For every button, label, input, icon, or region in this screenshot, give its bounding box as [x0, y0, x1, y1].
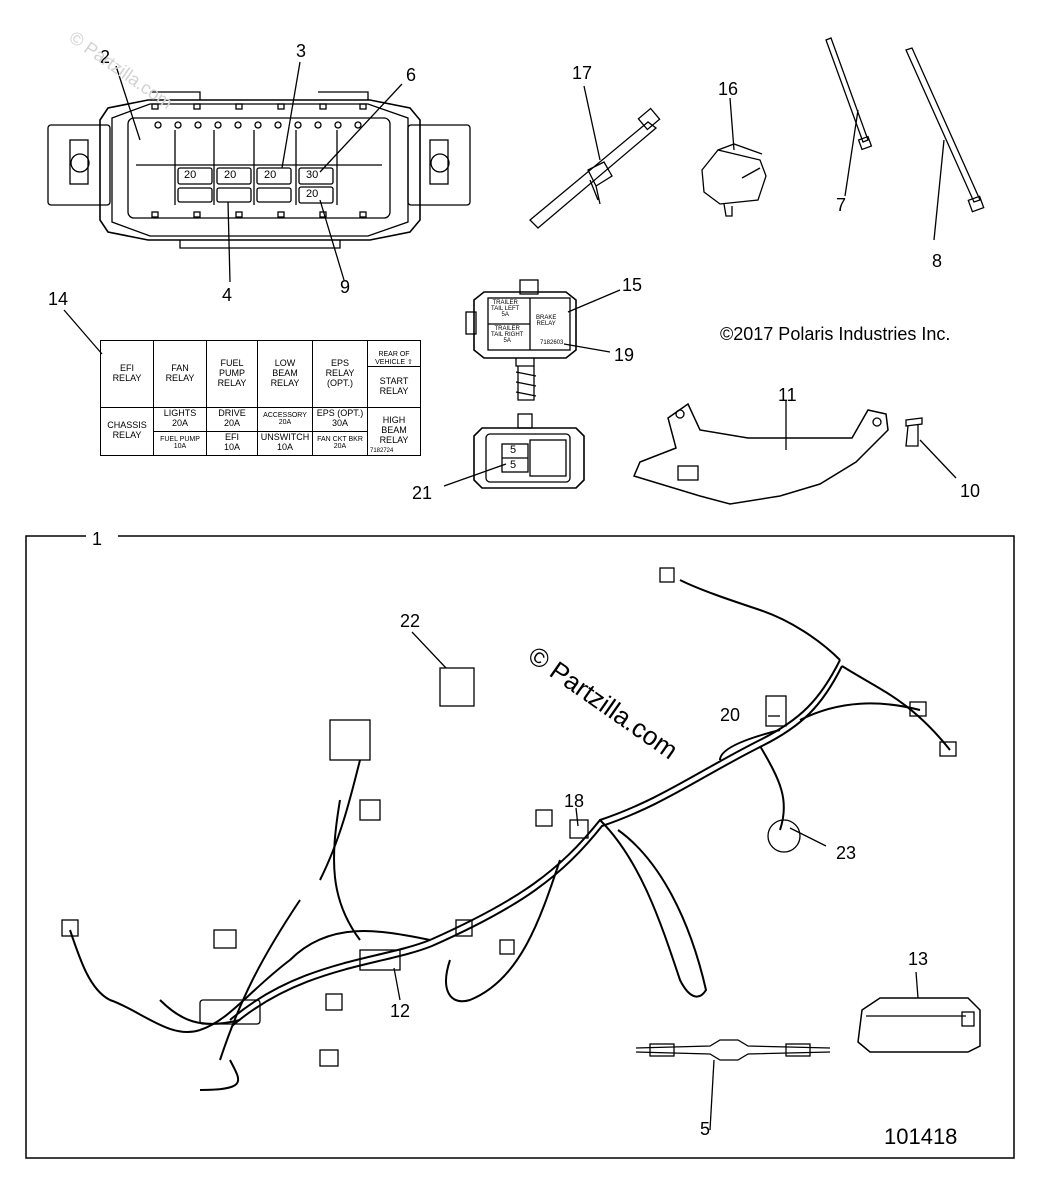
- wiring-harness: [69, 579, 951, 1091]
- relay-part-number: 7182603: [540, 340, 564, 346]
- fuse-cell: FAN CKT BKR 20A: [312, 430, 368, 456]
- callout-11: 11: [778, 385, 797, 405]
- relay-label-left: TRAILER TAIL LEFT 5A: [491, 300, 520, 318]
- rear-of-vehicle: REAR OF VEHICLE ⇧: [368, 351, 420, 368]
- callout-21: 21: [412, 483, 433, 503]
- fuse-value: 20: [184, 169, 197, 181]
- fuse-box-assembly: [47, 61, 471, 283]
- copyright-notice: ©2017 Polaris Industries Inc.: [720, 324, 951, 344]
- callout-5: 5: [700, 1119, 711, 1139]
- fuse-cell: LOW BEAM RELAY: [257, 340, 313, 408]
- fuse-label-table: EFI RELAY FAN RELAY FUEL PUMP RELAY LOW …: [100, 340, 421, 456]
- fuse-table-number: 7182724: [370, 448, 394, 454]
- callout-3: 3: [296, 41, 307, 61]
- fuse-value: 20: [306, 188, 319, 200]
- relay-label-brake: BRAKE RELAY: [536, 315, 557, 327]
- fuse-slots: [177, 167, 334, 204]
- fuse-value: 20: [264, 169, 277, 181]
- callout-14: 14: [48, 289, 69, 309]
- fuse-cell: DRIVE 20A: [206, 406, 258, 432]
- callout-23: 23: [836, 843, 857, 863]
- fuse-value: 30: [306, 169, 319, 181]
- fuse-cell: UNSWITCH 10A: [257, 430, 313, 456]
- push-pin-10: [905, 417, 957, 479]
- callout-10: 10: [960, 481, 981, 501]
- fuse-cell: LIGHTS 20A: [153, 406, 207, 432]
- callout-9: 9: [340, 277, 351, 297]
- fuse-cell: FAN RELAY: [153, 340, 207, 408]
- relay-with-label: [465, 279, 621, 401]
- cable-ties: [825, 37, 985, 241]
- fuse-cell: REAR OF VEHICLE ⇧ START RELAY: [367, 340, 421, 408]
- callout-6: 6: [406, 65, 417, 85]
- inline-fuse-5: [635, 1039, 831, 1131]
- relay-label-right: TRAILER TAIL RIGHT 5A: [491, 326, 524, 344]
- callout-17: 17: [572, 63, 593, 83]
- callout-22: 22: [400, 611, 421, 631]
- connector-value: 5: [510, 459, 517, 471]
- diagram-number: 101418: [884, 1124, 958, 1149]
- callout-18: 18: [564, 791, 585, 811]
- callout-15: 15: [622, 275, 643, 295]
- harness-frame: [25, 535, 1015, 1159]
- fuse-value: 20: [224, 169, 237, 181]
- callout-2: 2: [100, 47, 111, 67]
- fuse-cell: CHASSIS RELAY: [100, 406, 154, 456]
- callout-20: 20: [720, 705, 741, 725]
- callout-7: 7: [836, 195, 847, 215]
- start-relay: START RELAY: [379, 376, 409, 397]
- callout-4: 4: [222, 285, 233, 305]
- fuse-cell: HIGH BEAM RELAY: [367, 406, 421, 456]
- fuse-cell: ACCESSORY 20A: [257, 406, 313, 432]
- label-pad-22: [439, 667, 475, 707]
- bracket-11: [632, 400, 889, 505]
- fuse-cell: EPS (OPT.) 30A: [312, 406, 368, 432]
- cable-tie-clip: [529, 85, 661, 229]
- edge-clip: [701, 97, 767, 217]
- fuse-cell: EFI 10A: [206, 430, 258, 456]
- fuse-cell: FUEL PUMP RELAY: [206, 340, 258, 408]
- harness-connectors: [61, 567, 957, 1067]
- fuse-cell: EPS RELAY (OPT.): [312, 340, 368, 408]
- connector-value: 5: [510, 444, 517, 456]
- callout-1: 1: [92, 529, 103, 549]
- fuse-cell: FUEL PUMP 10A: [153, 430, 207, 456]
- fuse-cell: EFI RELAY: [100, 340, 154, 408]
- callout-12: 12: [390, 1001, 411, 1021]
- connector-21: [443, 413, 585, 489]
- callout-16: 16: [718, 79, 739, 99]
- callout-19: 19: [614, 345, 635, 365]
- callout-8: 8: [932, 251, 943, 271]
- callout-13: 13: [908, 949, 929, 969]
- cover-13: [857, 971, 981, 1053]
